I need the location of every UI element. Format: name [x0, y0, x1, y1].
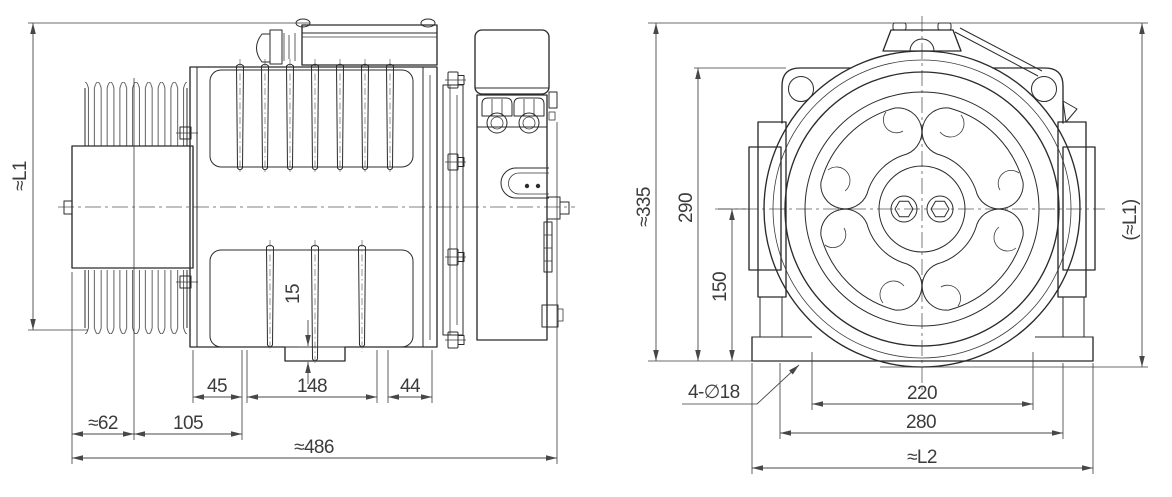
- post-right: [1057, 121, 1087, 298]
- gland-left-icon: [481, 97, 513, 134]
- dim-l2-label: ≈L2: [907, 447, 937, 468]
- hub-circle: [878, 165, 966, 253]
- stay-rod: [954, 31, 1039, 77]
- dim-280-label: 280: [906, 412, 936, 433]
- machine-frame: [748, 67, 1096, 337]
- rim-inner-circle: [804, 91, 1040, 327]
- frame-gusset: [1062, 100, 1078, 123]
- dim-486-label: ≈486: [294, 437, 334, 458]
- terminal-box: [256, 18, 438, 66]
- side-view-dimensions: ≈L1 15 45 148 44 ≈62 105: [10, 22, 558, 464]
- front-view: ≈335 290 150 (≈L1) 220 280 ≈L2: [634, 16, 1148, 474]
- pad-right: [1062, 146, 1096, 271]
- dim-holes-label: 4-∅18: [688, 382, 740, 403]
- front-view-dimensions: ≈335 290 150 (≈L1) 220 280 ≈L2: [634, 22, 1148, 474]
- dim-150-label: 150: [710, 272, 731, 302]
- encoder-assembly: [476, 94, 570, 341]
- dim-148-label: 148: [297, 376, 327, 397]
- shaft-end-bolt: [546, 196, 561, 220]
- frame-lug-hole-right: [1031, 76, 1057, 102]
- dim-15-label: 15: [283, 284, 304, 304]
- dim-105-label: 105: [173, 413, 203, 434]
- side-view: ≈L1 15 45 148 44 ≈62 105: [10, 18, 575, 464]
- cable-gland-icon: [256, 29, 296, 65]
- box-screw-right: [420, 18, 436, 28]
- pad-left: [748, 146, 782, 271]
- dim-l1-ref-label: (≈L1): [1120, 199, 1141, 240]
- junction-box: [474, 29, 558, 134]
- dim-62-label: ≈62: [88, 413, 118, 434]
- traction-sheave: [63, 78, 198, 440]
- rim-outer-circle: [784, 71, 1060, 347]
- bedplate: [751, 336, 1094, 362]
- dim-45-label: 45: [207, 376, 227, 397]
- brake-flange: [442, 71, 467, 349]
- dim-44-label: 44: [400, 376, 421, 397]
- dim-290-label: 290: [676, 193, 697, 223]
- dim-335-label: ≈335: [634, 187, 655, 227]
- frame-lug-hole-left: [788, 76, 814, 102]
- encoder-connector-icon: [500, 167, 549, 199]
- gland-right-icon: [513, 97, 545, 134]
- dim-220-label: 220: [907, 383, 937, 404]
- post-left: [757, 121, 787, 298]
- top-bracket: [882, 22, 1043, 77]
- dim-l1-label: ≈L1: [10, 161, 31, 191]
- shaft-stub: [63, 200, 73, 215]
- motor-body: [189, 58, 438, 367]
